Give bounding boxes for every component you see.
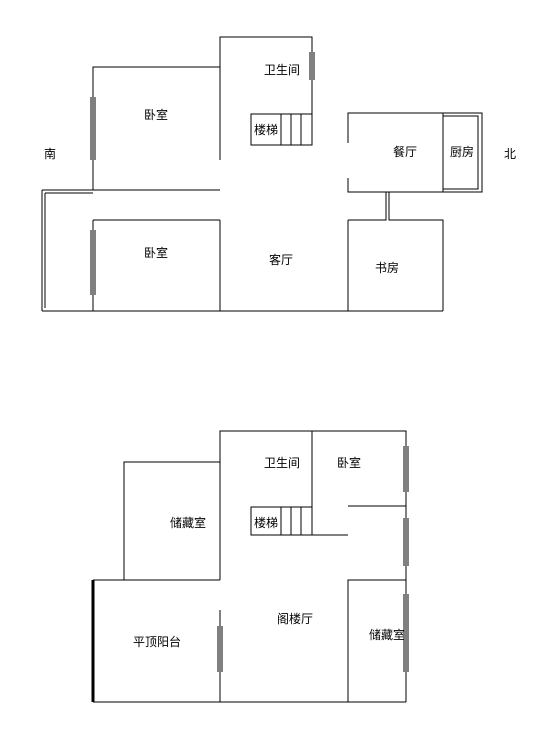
floor2-bedroom-label: 卧室 bbox=[337, 455, 361, 470]
floor1-bathroom-label: 卫生间 bbox=[264, 63, 300, 77]
floor2-attic-hall-label: 阁楼厅 bbox=[277, 611, 313, 626]
floor1-stairs-label: 楼梯 bbox=[254, 122, 278, 137]
compass-south-label: 南 bbox=[44, 146, 56, 161]
floor1-bathroom-walls bbox=[219, 36, 313, 160]
floor1-bedroom-bottom-label: 卧室 bbox=[144, 245, 168, 260]
floor1-dining-walls bbox=[347, 112, 483, 193]
floor2-storage-left-label: 储藏室 bbox=[170, 515, 206, 530]
floor1-kitchen-window bbox=[443, 115, 479, 190]
floor2-right-outer-wall bbox=[219, 430, 407, 702]
floor1-dining-label: 餐厅 bbox=[393, 144, 417, 159]
floor1-study-label: 书房 bbox=[375, 260, 399, 275]
floor1-study-top-wall-a bbox=[348, 192, 387, 221]
compass-north-label: 北 bbox=[504, 147, 516, 161]
floor2-storage-right-walls bbox=[347, 579, 406, 702]
floor1-plan: 卫生间 楼梯 卧室 卧室 餐厅 厨房 客厅 书房 南 北 bbox=[41, 36, 516, 312]
floor1-living-label: 客厅 bbox=[269, 252, 293, 267]
floor1-kitchen-label: 厨房 bbox=[450, 144, 474, 159]
floor1-bedroom-top-label: 卧室 bbox=[144, 107, 168, 122]
floor1-bedroom-top-walls bbox=[92, 66, 220, 190]
floor1-study-top-wall-b bbox=[388, 192, 444, 311]
floor2-storage-left-walls bbox=[123, 461, 220, 580]
floor2-plan: 卫生间 卧室 储藏室 楼梯 阁楼厅 平顶阳台 储藏室 bbox=[91, 430, 409, 703]
floor2-storage-right-label: 储藏室 bbox=[369, 627, 405, 642]
floor2-terrace-label: 平顶阳台 bbox=[133, 634, 181, 649]
floor2-bathroom-label: 卫生间 bbox=[264, 456, 300, 470]
floor2-stairs-label: 楼梯 bbox=[254, 515, 278, 530]
floor2-bath-bottom bbox=[311, 505, 348, 536]
